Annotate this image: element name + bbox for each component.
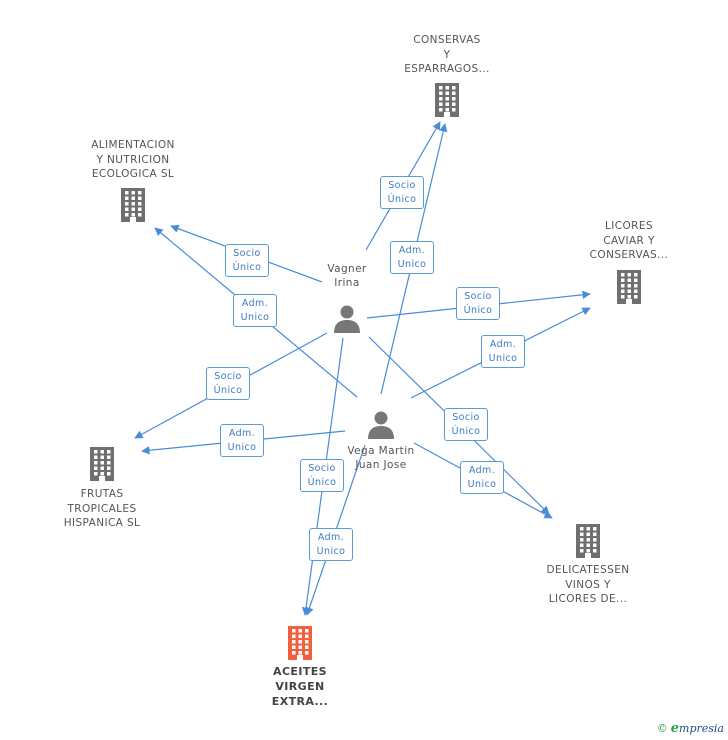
edge-label-line: Adm. [468,465,496,476]
company-label-line: VINOS Y [565,578,611,591]
person-label-line: Irina [334,277,360,289]
company-label-line: EXTRA... [271,695,329,708]
company-label-line: LICORES [605,220,653,232]
building-icon[interactable] [614,270,644,308]
edge-label-line: Socio [233,248,261,259]
person-icon[interactable] [332,303,362,337]
company-label-line: Y NUTRICION [96,153,170,166]
edge-label-vega-conservas[interactable]: Adm. Unico [390,241,434,274]
edge-label-line: Adm. [317,532,345,543]
person-icon[interactable] [366,409,396,443]
building-icon[interactable] [573,524,603,562]
edge-label-line: Único [463,305,493,316]
company-label-line: CONSERVAS... [589,249,669,261]
company-label-line: Y [443,48,451,61]
edge-label-line: Unico [397,259,427,270]
edge-label-vega-delicatessen[interactable]: Adm. Unico [460,461,504,494]
edge-label-line: Unico [488,353,518,364]
company-label-alimentacion[interactable]: ALIMENTACION Y NUTRICION ECOLOGICA SL [63,138,203,182]
company-label-line: ACEITES [273,665,327,678]
brand-initial: e [670,721,680,736]
edge-label-line: Adm. [241,298,269,309]
copyright-symbol: © [656,722,668,735]
edge-label-line: Único [232,262,262,273]
edge-label-line: Único [307,477,337,488]
building-icon[interactable] [285,626,315,664]
edge-label-vega-alimentacion[interactable]: Adm. Unico [233,294,277,327]
person-label-line: Juan Jose [355,459,407,471]
edge-label-line: Adm. [489,339,517,350]
edge-label-line: Socio [464,291,492,302]
company-label-licores[interactable]: LICORES CAVIAR Y CONSERVAS... [559,219,699,263]
edge-label-line: Único [387,194,417,205]
company-label-line: CONSERVAS [413,34,481,46]
company-label-delicatessen[interactable]: DELICATESSEN VINOS Y LICORES DE... [518,563,658,607]
company-label-line: FRUTAS [80,488,124,500]
edge-label-line: Socio [214,371,242,382]
company-label-frutas[interactable]: FRUTAS TROPICALES HISPANICA SL [32,487,172,531]
edge-label-line: Unico [240,312,270,323]
edge-label-line: Unico [316,546,346,557]
company-label-line: DELICATESSEN [546,564,630,576]
building-icon[interactable] [87,447,117,485]
person-label-line: Vagner [327,263,367,275]
company-label-aceites[interactable]: ACEITES VIRGEN EXTRA... [230,664,370,709]
edge-label-line: Socio [388,180,416,191]
company-label-line: HISPANICA SL [63,517,141,529]
edge-label-vega-frutas[interactable]: Adm. Unico [220,424,264,457]
person-label-line: Vega Martin [347,445,415,457]
empresia-watermark: ©empresia [657,721,724,736]
company-label-line: ECOLOGICA SL [91,168,175,180]
company-label-line: LICORES DE... [548,593,628,605]
edge-label-line: Único [451,426,481,437]
edges-layer [134,121,591,616]
edge-label-line: Unico [467,479,497,490]
building-icon[interactable] [118,188,148,226]
brand-name: mpresia [679,722,724,735]
company-label-line: CAVIAR Y [603,234,655,247]
edge-label-line: Unico [227,442,257,453]
edge-label-line: Socio [452,412,480,423]
edge-label-line: Único [213,385,243,396]
company-label-line: TROPICALES [67,502,137,515]
edge-label-line: Socio [308,463,336,474]
edge-label-vega-licores[interactable]: Adm. Unico [481,335,525,368]
company-label-conservas[interactable]: CONSERVAS Y ESPARRAGOS... [377,33,517,77]
building-icon[interactable] [432,83,462,121]
company-label-line: ESPARRAGOS... [404,63,490,75]
edge-label-line: Adm. [398,245,426,256]
company-label-line: VIRGEN [275,680,325,693]
edge-label-line: Adm. [228,428,256,439]
company-label-line: ALIMENTACION [91,139,175,151]
edge-label-vega-aceites[interactable]: Adm. Unico [309,528,353,561]
